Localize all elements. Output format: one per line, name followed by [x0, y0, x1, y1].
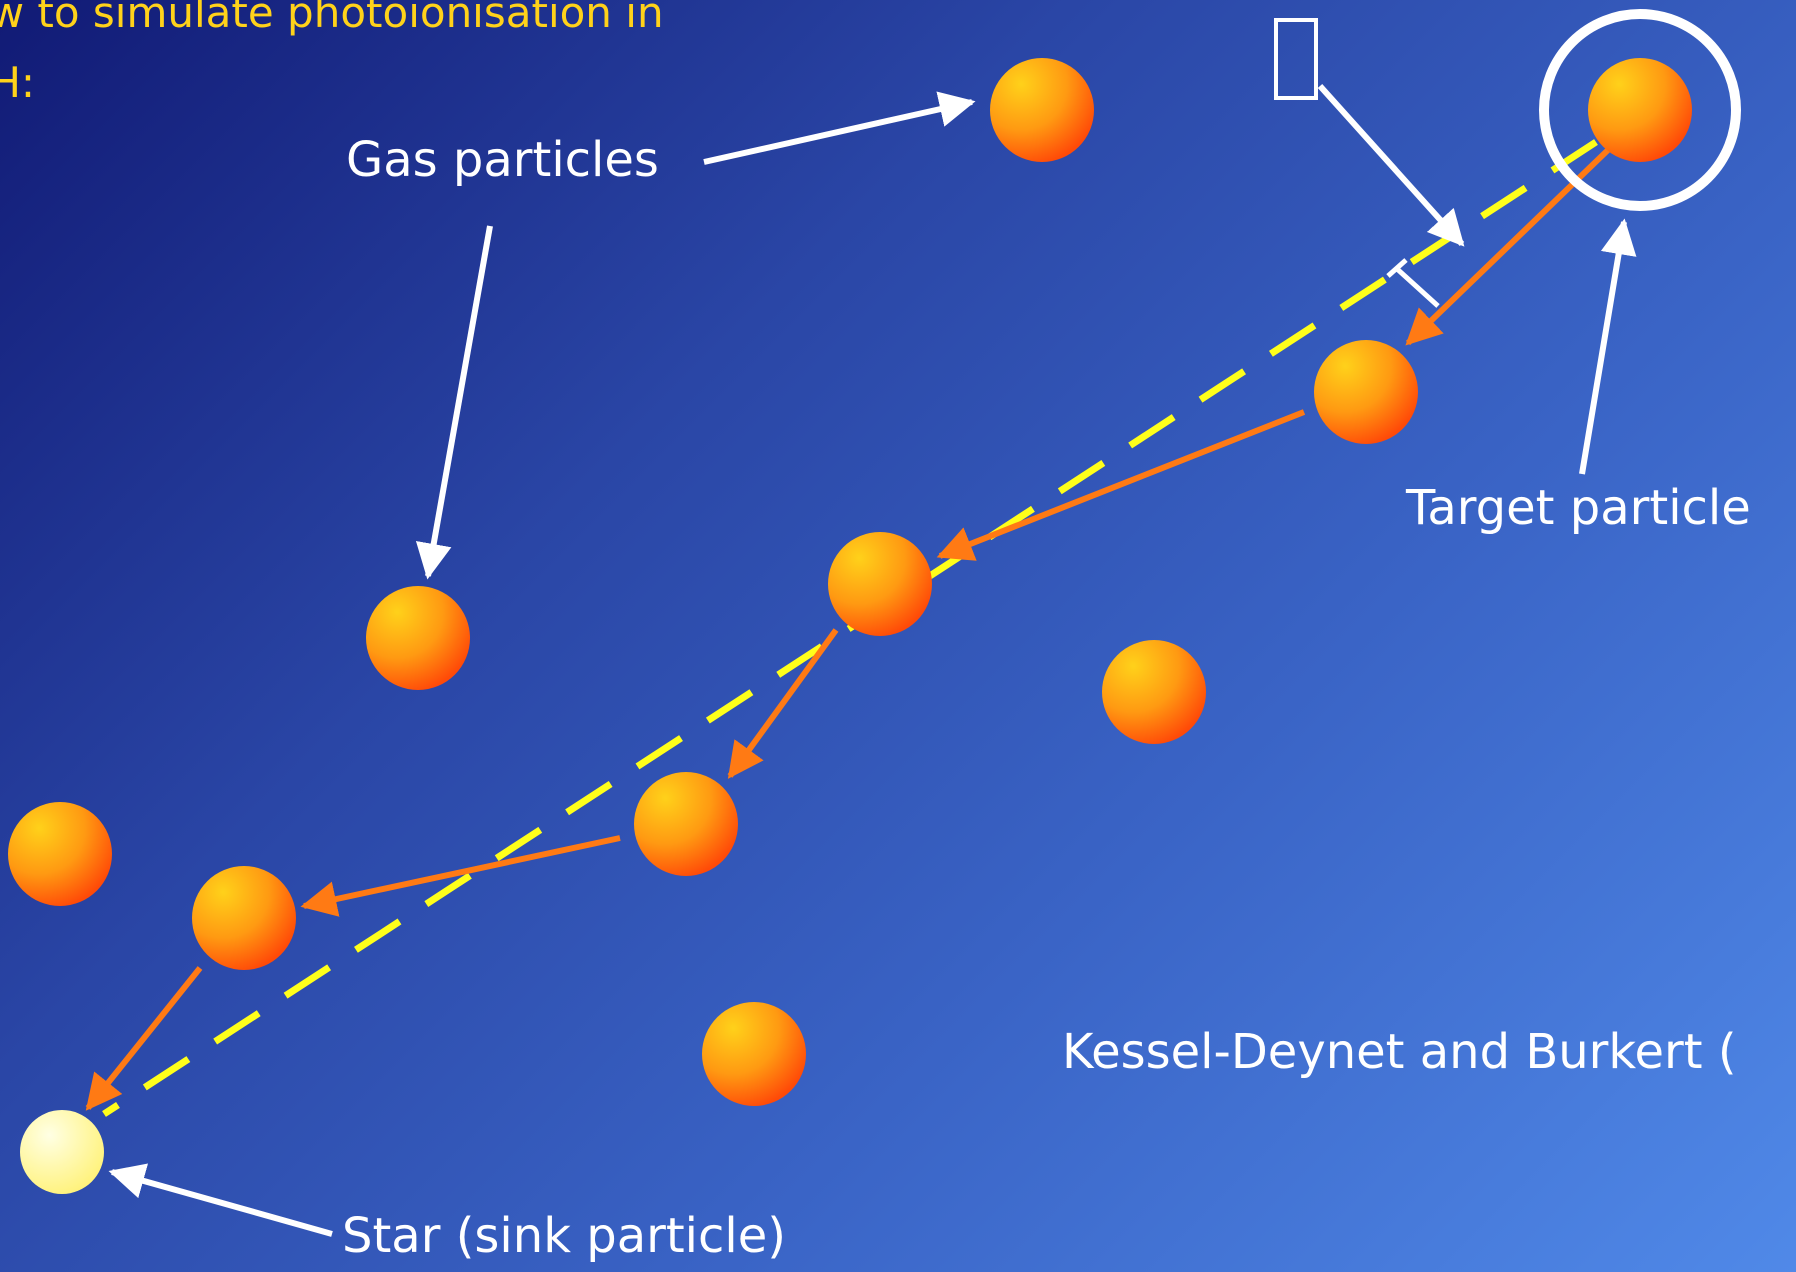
- gas-particle: [192, 866, 296, 970]
- gas-particle: [8, 802, 112, 906]
- gas-particle: [1314, 340, 1418, 444]
- slide-title: ow to simulate photoionisation in PH:: [0, 0, 664, 107]
- path-arrow-5: [85, 966, 203, 1111]
- path-arrow-4: [300, 835, 621, 917]
- path-arrow-3: [727, 628, 839, 779]
- label-star: Star (sink particle): [342, 1208, 786, 1264]
- callout-arrow-gas-right: [703, 91, 976, 165]
- distance-tick-cap: [1386, 258, 1408, 278]
- empty-rectangle-glyph-icon: [1274, 18, 1318, 100]
- gas-particle: [1102, 640, 1206, 744]
- reference-citation: Kessel-Deynet and Burkert (: [1062, 1024, 1737, 1080]
- target-ring: [1539, 9, 1741, 211]
- callout-arrow-gas-down: [415, 225, 493, 580]
- gas-particle: [366, 586, 470, 690]
- label-gas-particles: Gas particles: [346, 132, 659, 188]
- gas-particle: [702, 1002, 806, 1106]
- gas-particle: [990, 58, 1094, 162]
- distance-tick: [1394, 266, 1440, 308]
- label-target-particle: Target particle: [1406, 480, 1751, 536]
- gas-particle: [634, 772, 738, 876]
- gas-particle: [828, 532, 932, 636]
- callout-arrow-star: [108, 1163, 333, 1237]
- callout-arrow-glyph: [1317, 83, 1465, 247]
- callout-arrow-target: [1579, 218, 1637, 475]
- ray-dashed-line: [102, 139, 1598, 1117]
- path-arrow-2: [936, 409, 1306, 561]
- star-sink-particle: [20, 1110, 104, 1194]
- gas-particle-target: [1588, 58, 1692, 162]
